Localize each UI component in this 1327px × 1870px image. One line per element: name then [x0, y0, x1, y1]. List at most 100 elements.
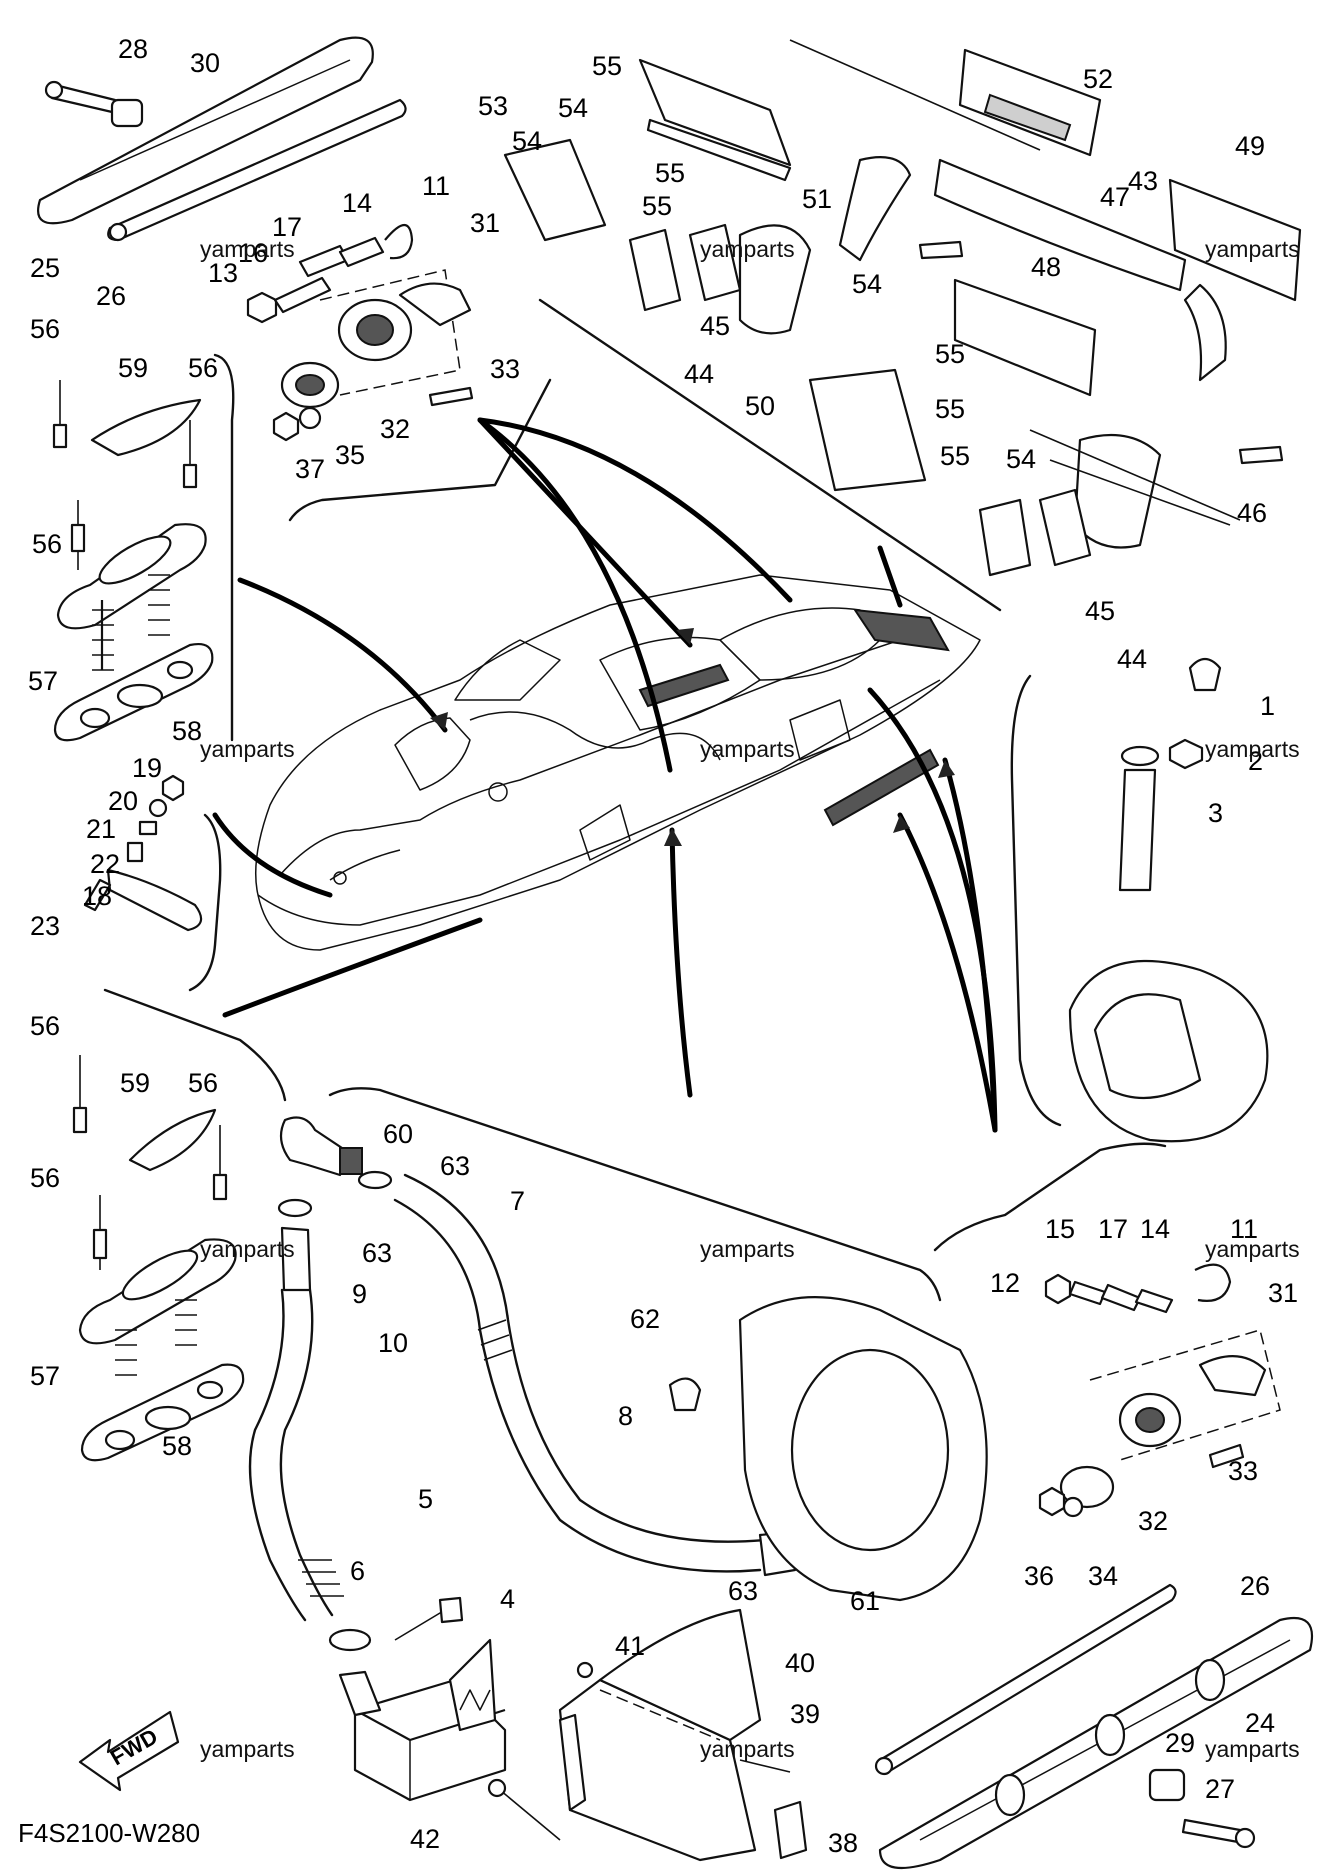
callout-53: 53: [478, 91, 508, 121]
arrowhead-3: [664, 828, 682, 846]
callout-33: 33: [1228, 1456, 1258, 1486]
callout-27: 27: [1205, 1774, 1235, 1804]
divider-center-lower: [328, 1087, 942, 1302]
callout-32: 32: [380, 414, 410, 444]
callout-50: 50: [745, 391, 775, 421]
divider-left-upper: [213, 353, 235, 742]
screw-23: [83, 878, 112, 912]
rubber-mount-44a: [628, 228, 682, 312]
callout-60: 60: [383, 1119, 413, 1149]
callout-48: 48: [1031, 252, 1061, 282]
guard-dash-line: [599, 1689, 721, 1741]
rivet-56b-body: [182, 463, 198, 489]
nut-12: [1044, 1273, 1072, 1305]
callout-56: 56: [30, 1163, 60, 1193]
hull-outline: [254, 574, 981, 951]
watermarks: yamparts yamparts yamparts yamparts yamp…: [200, 236, 1300, 1762]
cleat-cap-59: [90, 398, 202, 457]
leader-43-a: [789, 39, 1041, 151]
rub-rail-25: [37, 36, 374, 225]
screw-39: [739, 1759, 791, 1773]
rivet-56-lower-c-body: [92, 1228, 108, 1260]
tie-42-head: [487, 1778, 507, 1798]
divider-top-diagonal: [538, 298, 1002, 612]
washer-20: [148, 798, 168, 818]
pump-housing-group: [1068, 657, 1269, 1143]
callout-59: 59: [118, 353, 148, 383]
pipe-bend-left: [838, 156, 912, 262]
bracket-18: [106, 868, 203, 932]
screw-41: [576, 1661, 594, 1679]
nut-2: [1168, 738, 1204, 770]
arrow-lower-2: [897, 812, 998, 1133]
nut-19: [161, 774, 185, 802]
callout-28: 28: [118, 34, 148, 64]
guard-40: [598, 1608, 762, 1742]
gasket-lower-hole-3: [196, 1380, 224, 1400]
arrow-top-3: [477, 417, 673, 773]
callout-2: 2: [1248, 746, 1263, 776]
bow-eye: [333, 871, 347, 885]
spacer-21: [138, 820, 158, 836]
callout-29: 29: [1165, 1728, 1195, 1758]
hose-7-8-upper: [393, 1198, 762, 1573]
callout-17: 17: [1098, 1214, 1128, 1244]
watermark-8: yamparts: [700, 1236, 795, 1262]
callout-55: 55: [935, 394, 965, 424]
rivet-5: [394, 1609, 446, 1641]
group-31-outline: [319, 269, 461, 396]
callout-39: 39: [790, 1699, 820, 1729]
callout-11: 11: [1230, 1214, 1258, 1244]
bracket-48: [953, 278, 1097, 397]
gasket-hole-3: [166, 660, 194, 680]
watermark-7: yamparts: [200, 1236, 295, 1262]
fuel-cap: [488, 782, 508, 802]
spring-lower-right: [175, 1299, 197, 1346]
pad-50: [808, 368, 927, 492]
drain-cover-31-lower: [1198, 1355, 1267, 1397]
callout-36: 36: [1024, 1561, 1054, 1591]
callout-45: 45: [1085, 596, 1115, 626]
bracket-51: [638, 58, 792, 167]
callout-7: 7: [510, 1186, 525, 1216]
watermark-2: yamparts: [700, 236, 795, 262]
callout-51: 51: [802, 184, 832, 214]
hose-10-right: [279, 1288, 334, 1617]
gasket-hole-1: [79, 707, 111, 729]
guard-flange: [558, 1713, 587, 1812]
spring-left-coils: [92, 609, 114, 671]
callout-33: 33: [490, 354, 520, 384]
callout-23: 23: [30, 911, 60, 941]
cleat-base-lower-oval: [121, 1249, 199, 1301]
callout-54: 54: [512, 126, 542, 156]
watermark-3: yamparts: [1205, 236, 1300, 262]
cover-49: [1168, 178, 1302, 302]
cleat-group-upper: [52, 380, 214, 742]
divider-right-mid: [1010, 674, 1062, 1127]
callout-14: 14: [1140, 1214, 1170, 1244]
callout-42: 42: [410, 1824, 440, 1854]
callout-61: 61: [850, 1586, 880, 1616]
callout-54: 54: [558, 93, 588, 123]
divider-right-lower: [933, 1142, 1167, 1252]
arrow-left-upper: [237, 577, 448, 733]
callout-59: 59: [120, 1068, 150, 1098]
divider-left-lower: [103, 988, 287, 1102]
callout-22: 22: [90, 849, 120, 879]
bolt-46: [1238, 445, 1284, 465]
collar-29: [1148, 1768, 1186, 1802]
bolt-47: [918, 240, 964, 260]
bracket-4-zigzag: [459, 1689, 491, 1711]
callout-56: 56: [188, 353, 218, 383]
callout-6: 6: [350, 1556, 365, 1586]
collar-30: [110, 98, 144, 128]
rub-strip-side: [823, 748, 940, 827]
seat-pad-center: [638, 663, 730, 708]
callout-15: 15: [1045, 1214, 1075, 1244]
diagram-code: F4S2100-W280: [18, 1818, 200, 1848]
spring-lower-left: [115, 1329, 137, 1376]
rear-bracket: [789, 699, 851, 761]
group-31-lower-outline: [1089, 1329, 1281, 1461]
